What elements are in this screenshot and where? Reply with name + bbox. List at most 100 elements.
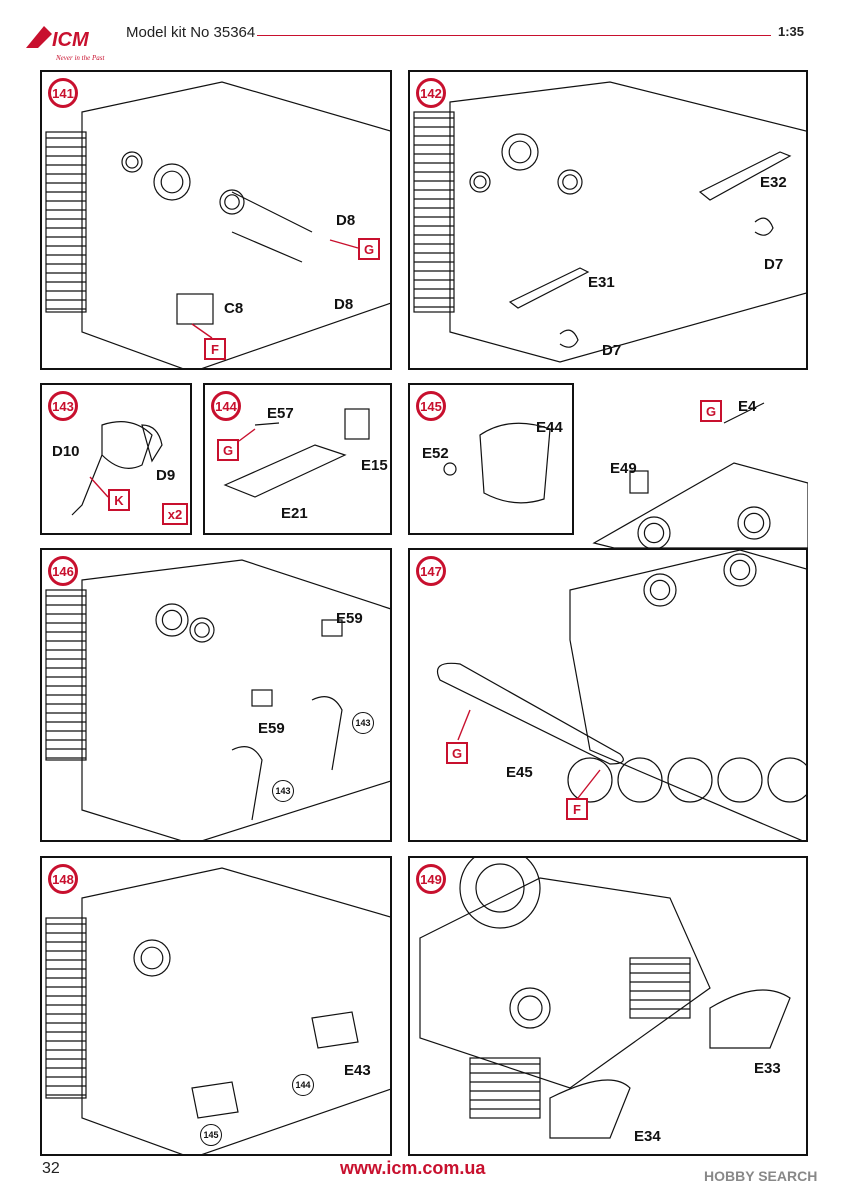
hatch-outline — [643, 573, 677, 607]
hatch-outline — [133, 939, 171, 977]
part-drawing — [223, 444, 347, 498]
leader-line — [457, 709, 471, 741]
page-number: 32 — [42, 1160, 60, 1177]
hull-outline — [592, 462, 808, 548]
road-wheel — [717, 757, 763, 803]
assembly-arrow — [231, 191, 313, 233]
part-label: E43 — [344, 1062, 371, 1079]
hatch-outline — [637, 516, 671, 548]
assembly-arrow — [231, 231, 303, 263]
hatch-outline — [723, 553, 757, 587]
hatch-inner — [562, 174, 578, 190]
part-label: E21 — [281, 505, 308, 522]
hatch-outline — [501, 133, 539, 171]
hatch-inner — [194, 622, 210, 638]
part-drawing — [723, 402, 765, 424]
step-144-panel: 144 E57 E15 E21 G — [203, 383, 392, 535]
shackle-drawing — [754, 217, 774, 236]
step-145-drawing — [443, 422, 551, 504]
sprue-tag: G — [700, 400, 722, 422]
step-141-panel: 141 D8 D8 C8 G F — [40, 70, 392, 370]
part-drawing — [508, 267, 590, 309]
part-label: E52 — [422, 445, 449, 462]
hull-outline — [81, 81, 390, 368]
mudguard-drawing — [549, 1079, 631, 1139]
tow-cable — [436, 662, 624, 765]
road-wheel — [767, 757, 806, 803]
hatch-inner — [125, 155, 139, 169]
quantity-tag: x2 — [162, 503, 188, 525]
part-label: D10 — [52, 443, 80, 460]
step-reference: 143 — [352, 712, 374, 734]
hatch-outline — [155, 603, 189, 637]
hatch-inner — [224, 194, 240, 210]
step-number: 149 — [416, 864, 446, 894]
logo-text: ICM — [52, 29, 90, 51]
part-label: C8 — [224, 300, 244, 317]
part-label: E57 — [267, 405, 294, 422]
website-link[interactable]: www.icm.com.ua — [340, 1158, 486, 1178]
hatch-outline — [153, 163, 191, 201]
step-142-drawing — [413, 81, 806, 363]
step-number: 143 — [48, 391, 78, 421]
part-label: E45 — [506, 764, 533, 781]
part-drawing — [254, 422, 280, 426]
step-147-drawing — [436, 550, 806, 840]
sprue-tag: F — [566, 798, 588, 820]
hull-outline — [81, 559, 390, 840]
hull-outline — [449, 81, 806, 363]
track-drawing — [413, 111, 455, 313]
scale-label: 1:35 — [778, 24, 805, 39]
track-drawing — [469, 1057, 541, 1119]
hatch-outline — [189, 617, 215, 643]
step-147-panel: 147 E45 G F — [408, 548, 808, 842]
part-label: E31 — [588, 274, 615, 291]
part-label: D8 — [334, 296, 354, 313]
logo-tagline: Never in the Past — [55, 54, 105, 62]
leader-line — [191, 323, 213, 339]
step-145-panel: 145 E44 E52 — [408, 383, 574, 535]
road-wheel — [617, 757, 663, 803]
step-number: 148 — [48, 864, 78, 894]
part-drawing — [443, 462, 457, 476]
step-number: 142 — [416, 78, 446, 108]
part-drawing — [101, 421, 153, 469]
hatch-inner — [473, 175, 487, 189]
hatch-inner — [643, 522, 665, 544]
part-drawing — [176, 293, 214, 325]
part-label: E34 — [634, 1128, 661, 1145]
sprue-tag: G — [358, 238, 380, 260]
header-rule — [257, 35, 771, 36]
part-drawing — [698, 151, 792, 201]
hatch-inner — [475, 863, 525, 913]
part-label: D7 — [764, 256, 784, 273]
track-drawing — [629, 957, 691, 1019]
hatch-inner — [161, 609, 183, 631]
leader-line — [577, 769, 601, 799]
step-148-panel: 148 E43 144 145 — [40, 856, 392, 1156]
step-number: 144 — [211, 391, 241, 421]
hatch-inner — [508, 140, 532, 164]
hatch-inner — [140, 946, 164, 970]
step-146-panel: 146 E59 E59 143 143 — [40, 548, 392, 842]
track-drawing — [45, 917, 87, 1099]
road-wheel — [567, 757, 613, 803]
step-143-drawing — [71, 421, 163, 516]
hatch-inner — [729, 559, 751, 581]
leader-line — [89, 476, 109, 498]
sprue-tag: G — [446, 742, 468, 764]
part-drawing — [141, 424, 163, 463]
part-drawing — [231, 746, 263, 821]
part-label: D8 — [336, 212, 356, 229]
hatch-inner — [517, 995, 543, 1021]
step-number: 145 — [416, 391, 446, 421]
part-drawing — [71, 454, 103, 516]
step-144-drawing — [223, 408, 370, 498]
hatch-outline — [121, 151, 143, 173]
part-label: E15 — [361, 457, 388, 474]
hatch-inner — [160, 170, 184, 194]
part-label: E4 — [738, 398, 757, 415]
step-142-panel: 142 E32 D7 E31 D7 — [408, 70, 808, 370]
part-label: E44 — [536, 419, 563, 436]
step-145-extension-drawing — [592, 402, 808, 548]
